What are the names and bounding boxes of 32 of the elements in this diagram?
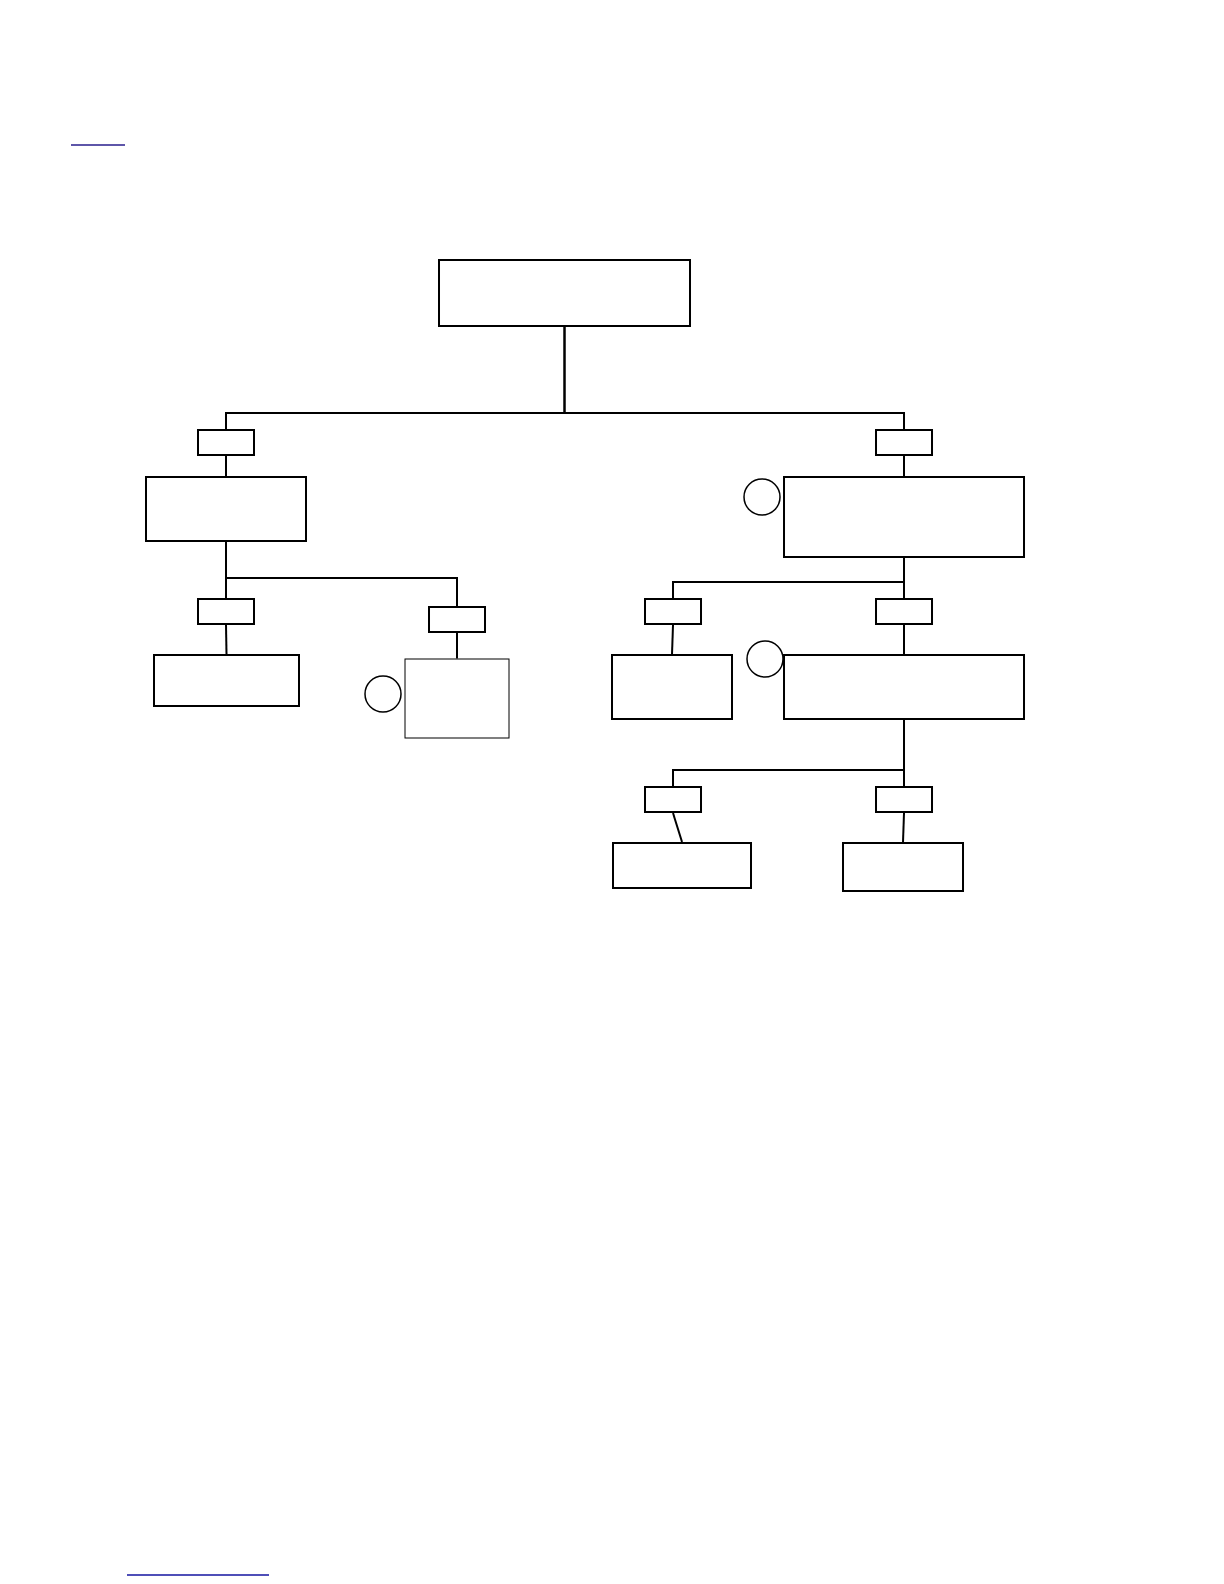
- small-box: [428, 606, 486, 633]
- connector-line: [225, 455, 227, 477]
- rectangle-box: [783, 476, 1025, 558]
- connector-line: [903, 719, 905, 787]
- connector-line: [671, 624, 674, 655]
- rectangle-box: [438, 259, 691, 327]
- circle-marker: [746, 640, 784, 678]
- rectangle-box: [145, 476, 307, 542]
- circle-marker: [364, 675, 402, 713]
- small-box: [644, 786, 702, 813]
- connector-line: [903, 557, 905, 599]
- rectangle-box: [153, 654, 300, 707]
- connector-line: [225, 624, 228, 655]
- small-box: [875, 598, 933, 625]
- connector-line: [903, 455, 905, 477]
- connector-line: [225, 541, 458, 607]
- rectangle-box: [612, 842, 752, 889]
- small-box: [644, 598, 702, 625]
- circle-marker: [743, 478, 781, 516]
- connector-line: [903, 624, 905, 655]
- small-box: [875, 429, 933, 456]
- rectangle-box: [842, 842, 964, 892]
- connector-line: [456, 632, 458, 660]
- rectangle-box: [783, 654, 1025, 720]
- small-box: [197, 598, 255, 625]
- connector-line: [902, 812, 905, 843]
- small-box: [875, 786, 933, 813]
- rectangle-box: [611, 654, 733, 720]
- small-box: [197, 429, 255, 456]
- connector-line: [672, 812, 683, 843]
- rectangle-box: [404, 658, 510, 739]
- connector-line: [563, 326, 905, 430]
